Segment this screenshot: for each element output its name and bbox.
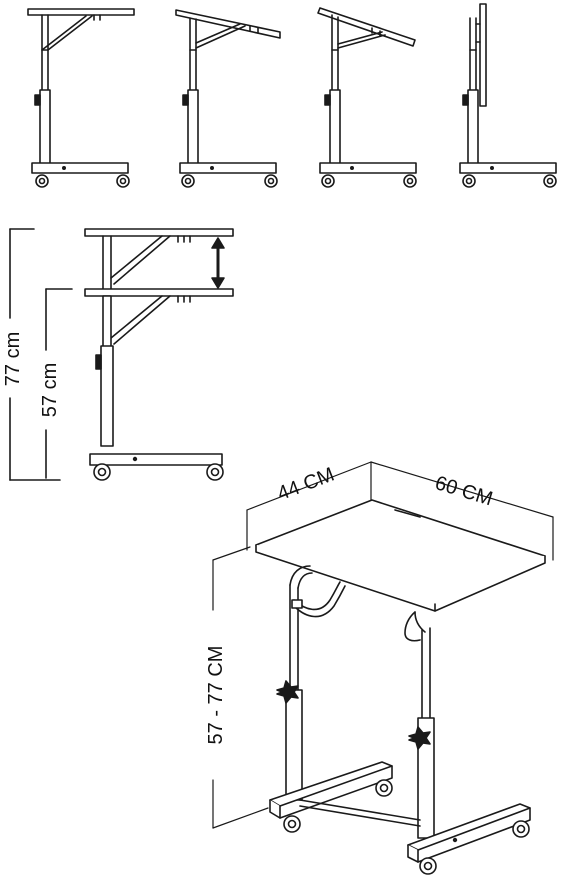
- right-column: [404, 611, 435, 839]
- width-label: 60 CM: [432, 472, 495, 510]
- caster-wheel-icon: [375, 779, 393, 797]
- raised-tabletop: [84, 228, 234, 291]
- dimension-line-min: [45, 288, 73, 479]
- height-range-label: 57 - 77 CM: [205, 646, 227, 745]
- dimension-view: 44 CM 60 CM 57 - 77 CM: [205, 461, 554, 875]
- adjust-knob-icon: [95, 354, 102, 370]
- caster-wheel-icon: [93, 463, 111, 481]
- dimension-line-max: [9, 228, 61, 481]
- base-frame: [269, 761, 531, 863]
- adjust-knob-icon: [408, 726, 431, 750]
- tabletop: [255, 499, 546, 612]
- left-column: [276, 565, 346, 801]
- caster-wheel-icon: [512, 820, 530, 838]
- depth-label: 44 CM: [274, 464, 337, 506]
- height-max-label: 77 cm: [2, 332, 24, 386]
- lowered-tabletop: [84, 288, 234, 345]
- height-min-label: 57 cm: [39, 363, 61, 417]
- caster-wheel-icon: [419, 857, 437, 875]
- adjust-knob-icon: [276, 680, 299, 704]
- dimension-lines: [212, 461, 554, 829]
- caster-wheel-icon: [206, 463, 224, 481]
- tilt-view-steep: [317, 7, 417, 188]
- tilt-view-vertical: [459, 3, 557, 188]
- tilt-view-slight: [175, 9, 281, 188]
- caster-wheel-icon: [283, 815, 301, 833]
- double-arrow-vertical: [211, 237, 225, 289]
- tilt-view-flat: [27, 8, 135, 188]
- height-range-view: 77 cm 57 cm: [2, 228, 234, 481]
